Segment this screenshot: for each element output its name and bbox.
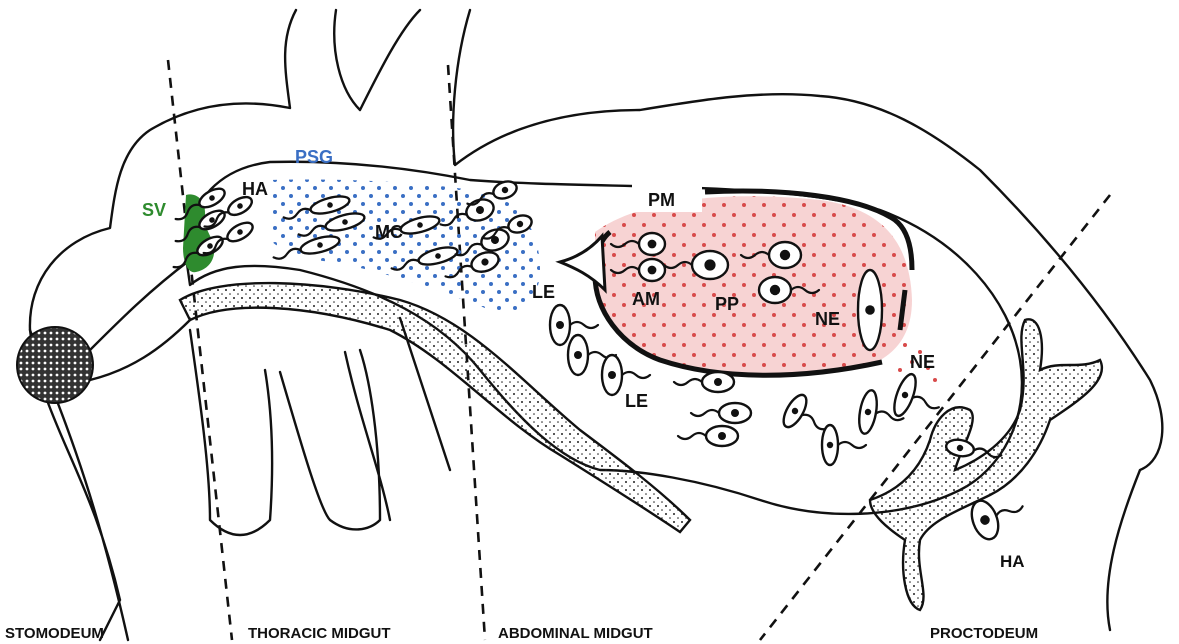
label-ha-top: HA — [242, 179, 268, 199]
boundary-stomodeum-thoracic — [168, 60, 232, 640]
region-thoracic-midgut: THORACIC MIDGUT — [248, 625, 391, 642]
ganglion — [17, 327, 93, 403]
parasite-cell — [858, 270, 882, 350]
label-ha-bottom: HA — [1000, 552, 1025, 571]
label-am: AM — [632, 289, 660, 309]
label-pp: PP — [715, 294, 739, 314]
parasite-cell — [822, 425, 866, 465]
parasite-cell — [678, 426, 738, 446]
foregut-wall — [90, 260, 190, 380]
label-psg: PSG — [295, 147, 333, 167]
region-abdominal-midgut: ABDOMINAL MIDGUT — [498, 625, 653, 642]
pm-tip — [560, 236, 605, 290]
parasite-cell — [674, 372, 734, 392]
parasite-cell — [602, 355, 650, 395]
lower-lobes — [190, 318, 450, 535]
label-le-lower: LE — [625, 391, 648, 411]
label-mc: MC — [375, 222, 403, 242]
label-sv: SV — [142, 200, 166, 220]
parasite-cell — [691, 403, 751, 423]
label-le-upper: LE — [532, 282, 555, 302]
label-pm: PM — [648, 190, 675, 210]
region-proctodeum: PROCTODEUM — [930, 625, 1038, 642]
proctodeum-branches — [870, 319, 1102, 610]
label-ne-outer: NE — [910, 352, 935, 372]
label-ne-inner: NE — [815, 309, 840, 329]
region-stomodeum: STOMODEUM — [5, 625, 104, 642]
